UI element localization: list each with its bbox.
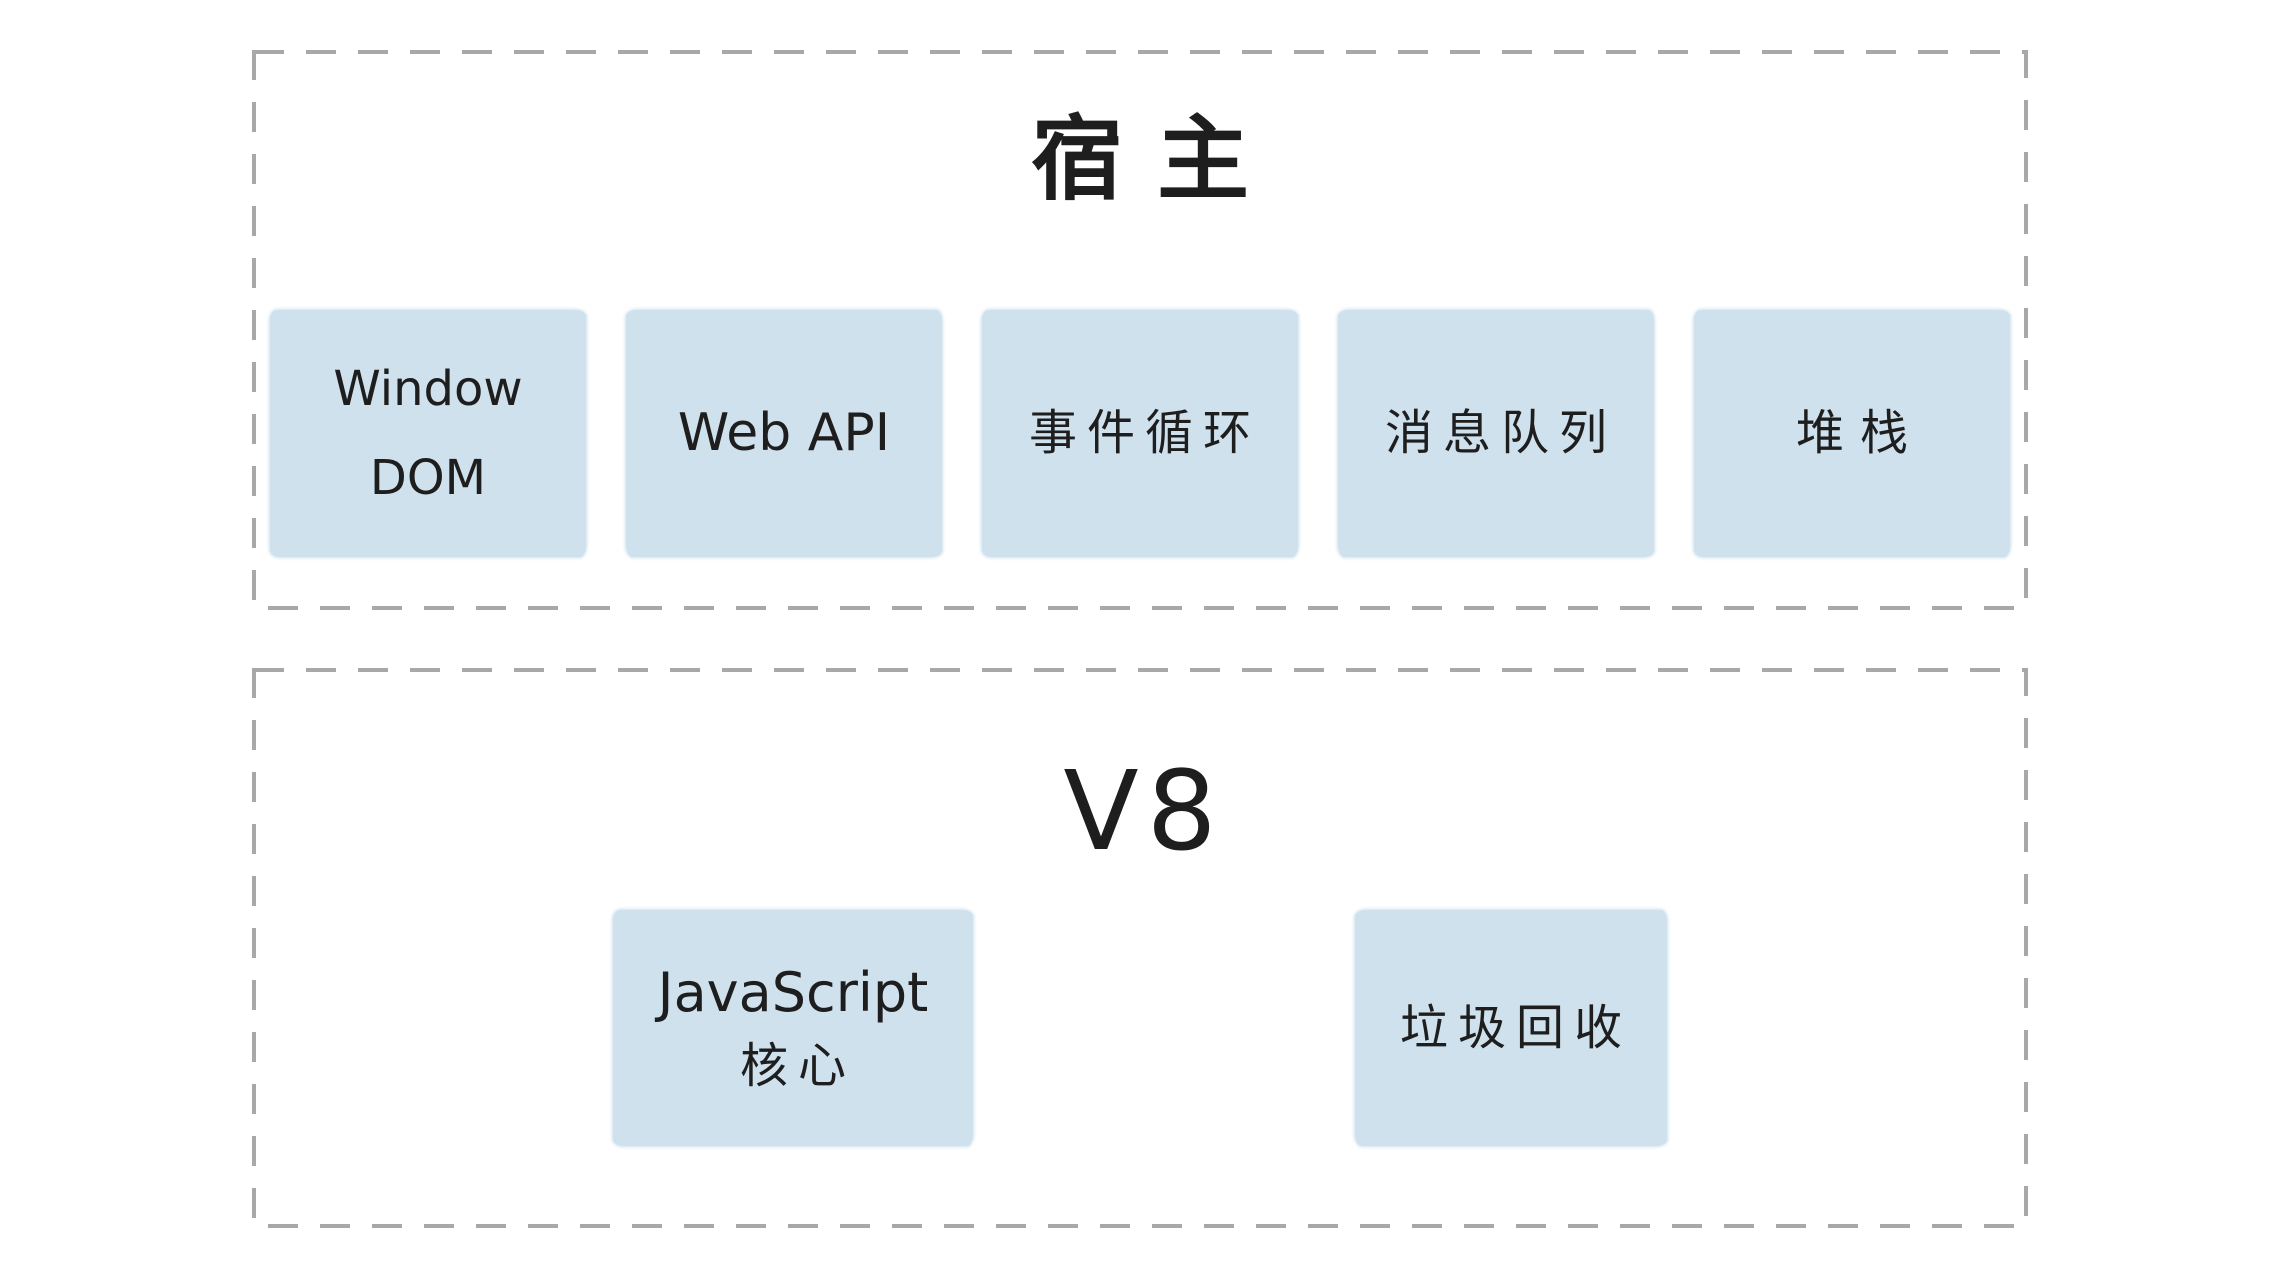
host-box-row: Window DOM Web API 事件循环 消息队列 堆栈 [252,310,2028,557]
box-garbage-collection: 垃圾回收 [1355,910,1667,1146]
box-window-dom: Window DOM [270,310,586,557]
box-event-loop: 事件循环 [982,310,1298,557]
v8-box-row: JavaScript 核心 垃圾回收 [252,910,2028,1146]
box-javascript-core: JavaScript 核心 [613,910,973,1146]
box-label-line: 垃圾回收 [1399,999,1632,1056]
v8-container: V8 JavaScript 核心 垃圾回收 [252,668,2028,1228]
v8-title: V8 [1063,747,1225,875]
box-label-line: 事件循环 [1028,405,1261,462]
box-message-queue: 消息队列 [1338,310,1654,557]
box-label-line: 堆栈 [1795,405,1924,462]
host-title: 宿主 [1030,106,1283,213]
box-web-api: Web API [626,310,942,557]
host-container: 宿主 Window DOM Web API 事件循环 消息队列 堆栈 [252,50,2028,610]
box-label-line: Web API [677,403,891,464]
box-label-line: Window [333,360,523,417]
box-stack: 堆栈 [1694,310,2010,557]
box-label-line: DOM [369,449,487,506]
box-label-line: 核心 [739,1038,856,1095]
box-label-line: JavaScript [657,961,929,1025]
box-label-line: 消息队列 [1384,405,1617,462]
